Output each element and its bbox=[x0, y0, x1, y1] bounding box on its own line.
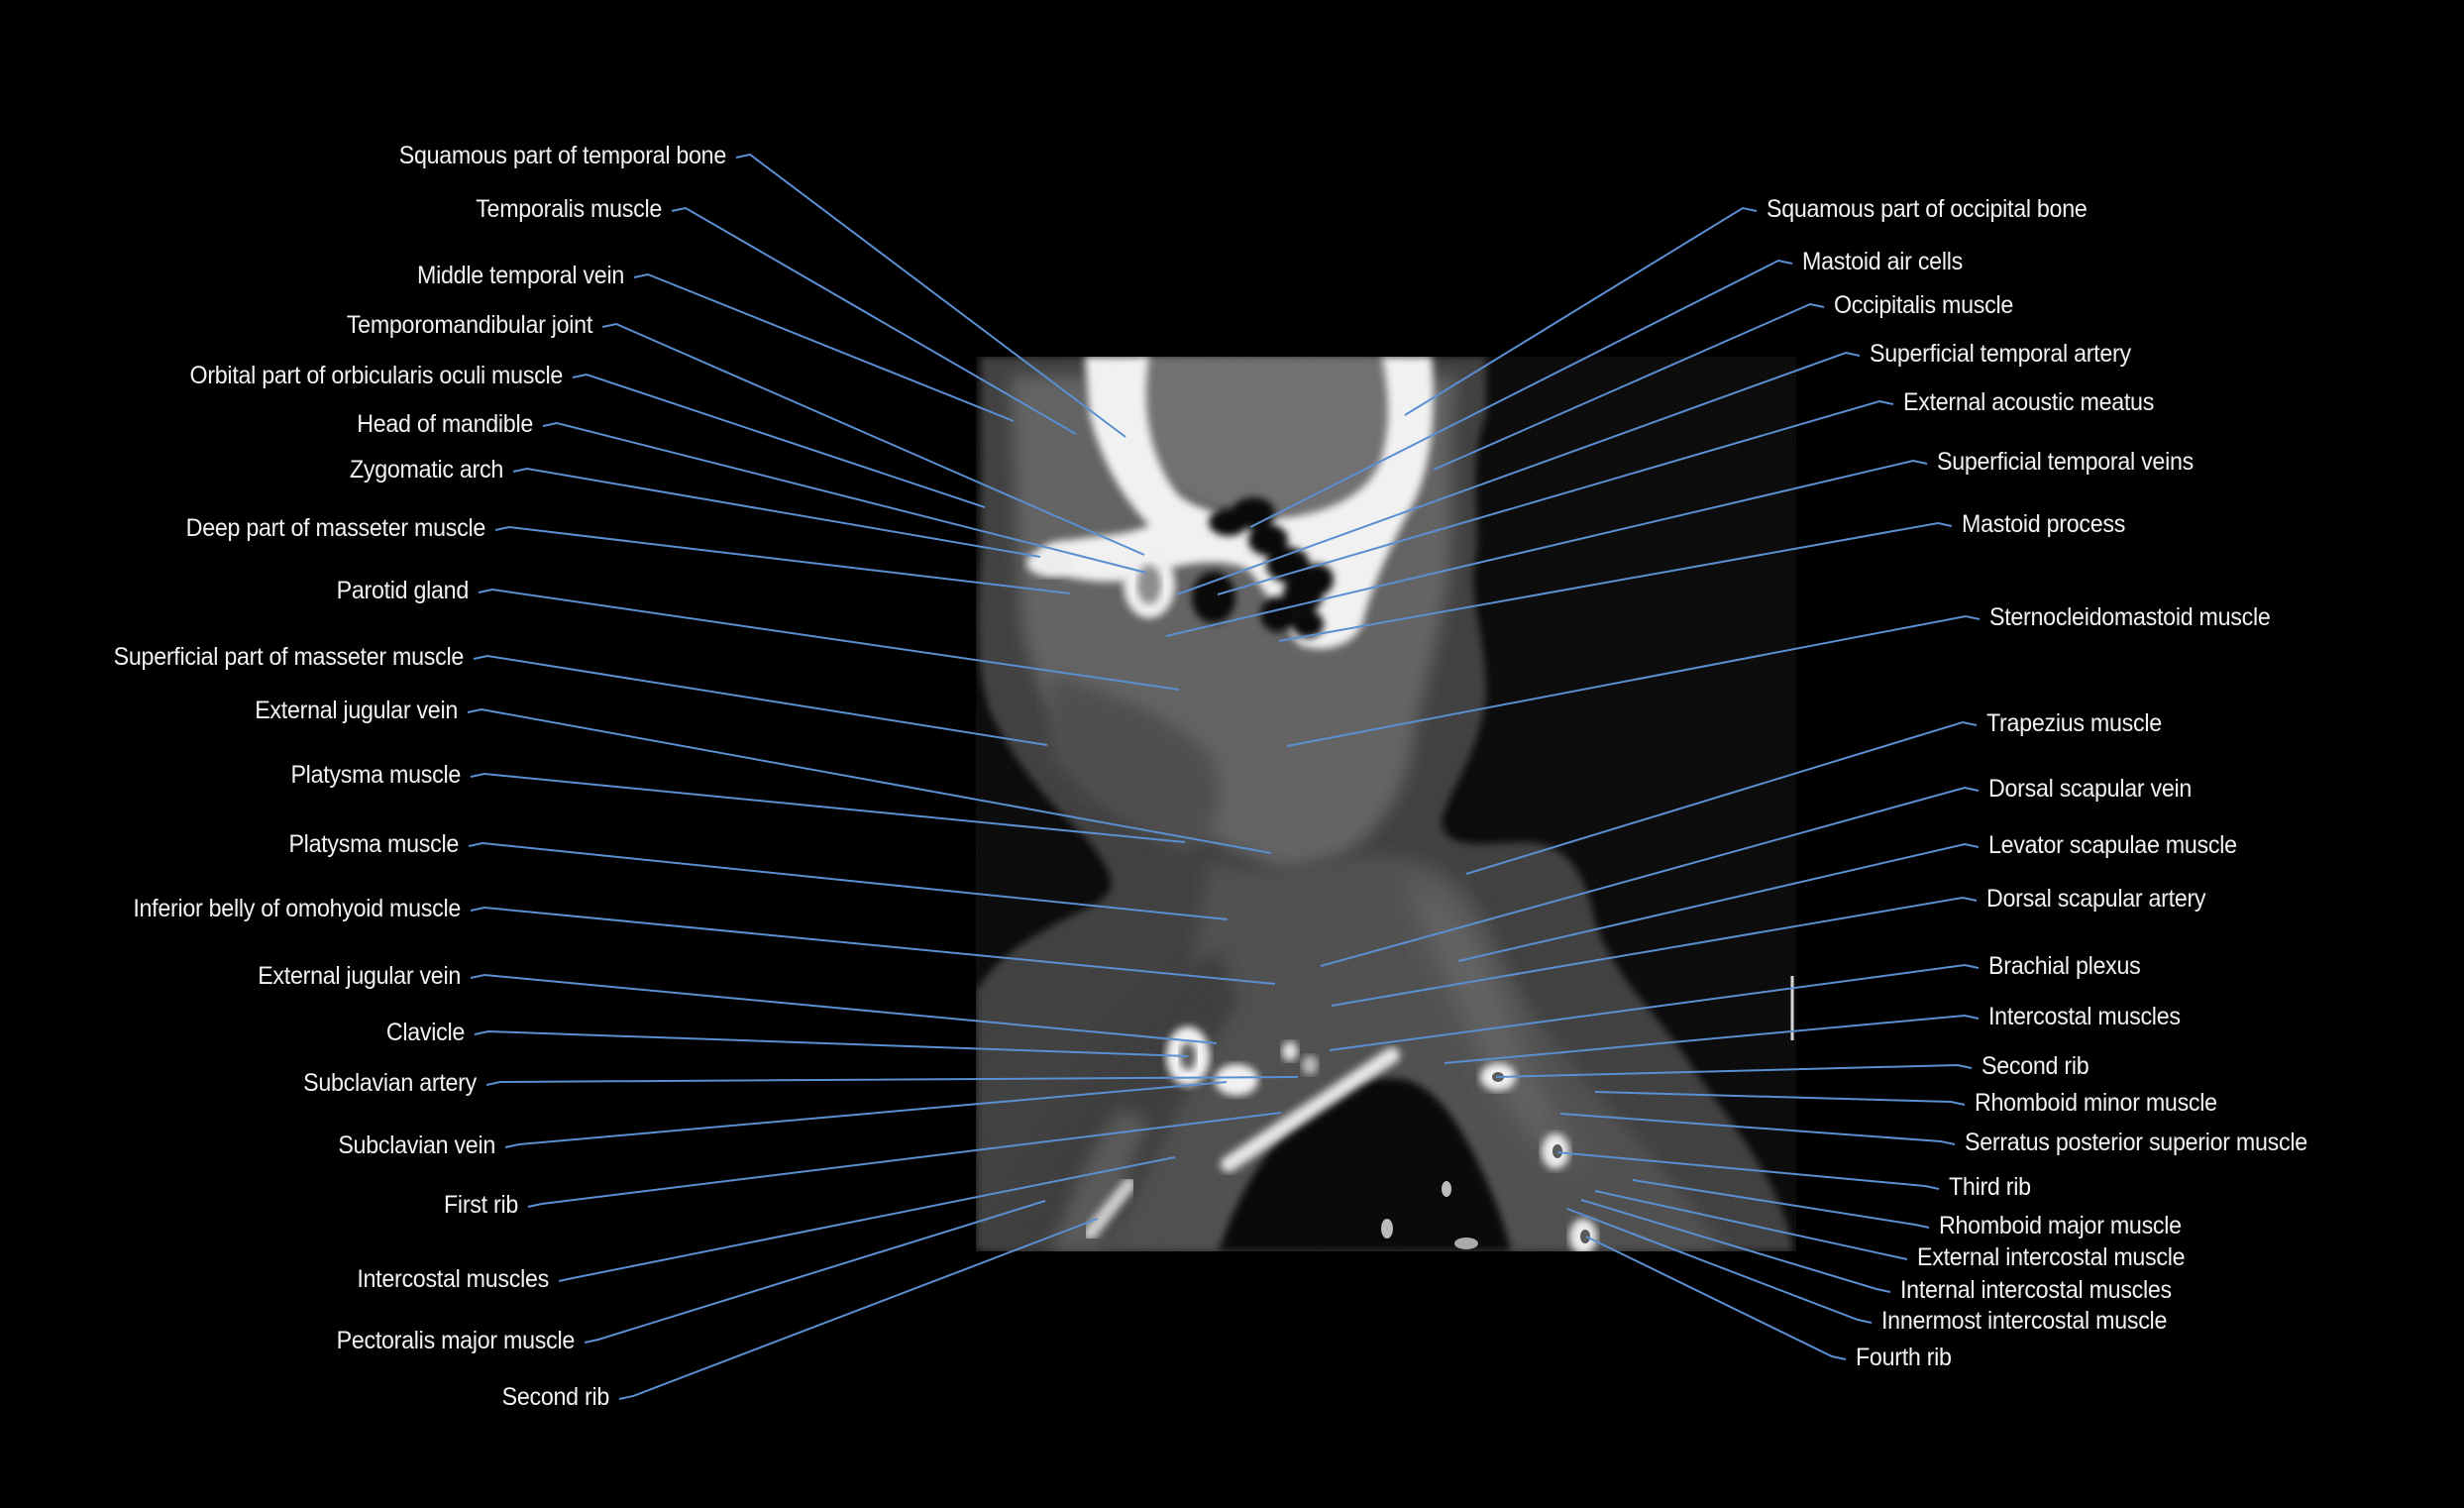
label-dorsal-scapular-artery: Dorsal scapular artery bbox=[1986, 885, 2206, 913]
label-serratus-posterior-superior-muscle: Serratus posterior superior muscle bbox=[1965, 1129, 2307, 1156]
ct-anatomy bbox=[976, 357, 1796, 1251]
label-mastoid-process: Mastoid process bbox=[1962, 510, 2126, 538]
label-temporalis-muscle: Temporalis muscle bbox=[476, 195, 662, 223]
label-superficial-temporal-artery: Superficial temporal artery bbox=[1870, 340, 2131, 368]
label-parotid-gland: Parotid gland bbox=[336, 577, 470, 604]
label-superficial-part-of-masseter-muscle: Superficial part of masseter muscle bbox=[113, 643, 465, 671]
label-subclavian-artery: Subclavian artery bbox=[303, 1069, 477, 1097]
label-intercostal-muscles: Intercostal muscles bbox=[1988, 1003, 2181, 1030]
label-dorsal-scapular-vein: Dorsal scapular vein bbox=[1988, 775, 2193, 803]
label-squamous-part-of-occipital-bone: Squamous part of occipital bone bbox=[1767, 195, 2088, 223]
label-zygomatic-arch: Zygomatic arch bbox=[349, 456, 503, 484]
label-fourth-rib: Fourth rib bbox=[1856, 1344, 1952, 1371]
label-deep-part-of-masseter-muscle: Deep part of masseter muscle bbox=[185, 514, 486, 542]
label-middle-temporal-vein: Middle temporal vein bbox=[417, 262, 624, 289]
label-second-rib: Second rib bbox=[1982, 1052, 2089, 1080]
label-platysma-muscle: Platysma muscle bbox=[290, 761, 461, 789]
label-external-intercostal-muscle: External intercostal muscle bbox=[1917, 1243, 2186, 1271]
label-mastoid-air-cells: Mastoid air cells bbox=[1802, 248, 1963, 275]
label-third-rib: Third rib bbox=[1949, 1173, 2031, 1201]
label-external-jugular-vein: External jugular vein bbox=[255, 697, 458, 724]
label-subclavian-vein: Subclavian vein bbox=[338, 1131, 495, 1159]
label-trapezius-muscle: Trapezius muscle bbox=[1986, 709, 2162, 737]
label-internal-intercostal-muscles: Internal intercostal muscles bbox=[1900, 1276, 2172, 1304]
label-external-acoustic-meatus: External acoustic meatus bbox=[1903, 388, 2155, 416]
label-second-rib: Second rib bbox=[501, 1383, 610, 1411]
label-first-rib: First rib bbox=[444, 1191, 518, 1219]
label-intercostal-muscles: Intercostal muscles bbox=[357, 1265, 549, 1293]
label-innermost-intercostal-muscle: Innermost intercostal muscle bbox=[1881, 1307, 2168, 1335]
label-rhomboid-minor-muscle: Rhomboid minor muscle bbox=[1975, 1089, 2217, 1117]
label-levator-scapulae-muscle: Levator scapulae muscle bbox=[1988, 831, 2237, 859]
label-occipitalis-muscle: Occipitalis muscle bbox=[1834, 291, 2014, 319]
label-rhomboid-major-muscle: Rhomboid major muscle bbox=[1939, 1212, 2182, 1239]
label-sternocleidomastoid-muscle: Sternocleidomastoid muscle bbox=[1989, 603, 2271, 631]
label-temporomandibular-joint: Temporomandibular joint bbox=[346, 311, 592, 339]
label-superficial-temporal-veins: Superficial temporal veins bbox=[1937, 448, 2194, 476]
label-clavicle: Clavicle bbox=[385, 1019, 465, 1046]
label-head-of-mandible: Head of mandible bbox=[357, 410, 533, 438]
label-pectoralis-major-muscle: Pectoralis major muscle bbox=[336, 1327, 576, 1354]
label-brachial-plexus: Brachial plexus bbox=[1988, 952, 2141, 980]
label-squamous-part-of-temporal-bone: Squamous part of temporal bone bbox=[398, 142, 727, 169]
label-platysma-muscle: Platysma muscle bbox=[288, 830, 459, 858]
label-inferior-belly-of-omohyoid-muscle: Inferior belly of omohyoid muscle bbox=[133, 895, 461, 922]
label-external-jugular-vein: External jugular vein bbox=[258, 962, 461, 990]
label-orbital-part-of-orbicularis-oculi-muscle: Orbital part of orbicularis oculi muscle bbox=[189, 362, 564, 389]
